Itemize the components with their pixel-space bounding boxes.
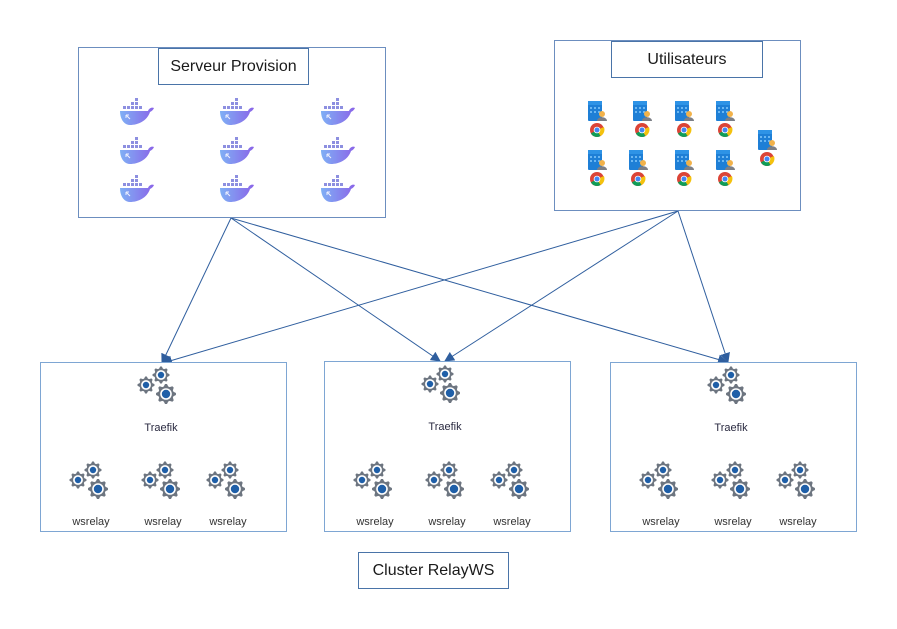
docker-whale-icon: [218, 174, 258, 209]
traefik-label: Traefik: [714, 422, 748, 434]
connection-users-cluster-3: [677, 210, 730, 363]
docker-whale-icon: [218, 136, 258, 171]
connection-provision-cluster-1: [161, 217, 232, 364]
traefik-gears-icon: [707, 366, 751, 411]
provision-title: Serveur Provision: [158, 48, 309, 85]
docker-whale-icon: [319, 136, 359, 171]
wsrelay-label: wsrelay: [714, 516, 752, 528]
connection-provision-cluster-2: [230, 217, 441, 362]
wsrelay-label: wsrelay: [493, 516, 531, 528]
docker-whale-icon: [218, 97, 258, 132]
traefik-label: Traefik: [144, 422, 178, 434]
wsrelay-label: wsrelay: [642, 516, 680, 528]
wsrelay-gears-icon: [639, 461, 683, 506]
user-building-chrome-icon: [627, 148, 653, 193]
user-building-chrome-icon: [586, 148, 612, 193]
connection-provision-cluster-3: [230, 217, 728, 365]
wsrelay-label: wsrelay: [144, 516, 182, 528]
cluster-caption: Cluster RelayWS: [358, 552, 509, 589]
user-building-chrome-icon: [586, 99, 612, 144]
connection-users-cluster-1: [162, 210, 679, 366]
user-building-chrome-icon: [714, 148, 740, 193]
traefik-gears-icon: [137, 366, 181, 411]
wsrelay-label: wsrelay: [72, 516, 110, 528]
wsrelay-label: wsrelay: [209, 516, 247, 528]
traefik-label: Traefik: [428, 421, 462, 433]
wsrelay-label: wsrelay: [428, 516, 466, 528]
docker-whale-icon: [319, 97, 359, 132]
wsrelay-gears-icon: [353, 461, 397, 506]
wsrelay-gears-icon: [711, 461, 755, 506]
user-building-chrome-icon: [631, 99, 657, 144]
traefik-gears-icon: [421, 365, 465, 410]
docker-whale-icon: [118, 136, 158, 171]
docker-whale-icon: [118, 97, 158, 132]
wsrelay-gears-icon: [425, 461, 469, 506]
docker-whale-icon: [319, 174, 359, 209]
wsrelay-gears-icon: [206, 461, 250, 506]
connection-users-cluster-2: [444, 210, 679, 362]
docker-whale-icon: [118, 174, 158, 209]
user-building-chrome-icon: [756, 128, 782, 173]
user-building-chrome-icon: [714, 99, 740, 144]
user-building-chrome-icon: [673, 148, 699, 193]
wsrelay-label: wsrelay: [779, 516, 817, 528]
wsrelay-gears-icon: [776, 461, 820, 506]
wsrelay-gears-icon: [141, 461, 185, 506]
user-building-chrome-icon: [673, 99, 699, 144]
wsrelay-label: wsrelay: [356, 516, 394, 528]
wsrelay-gears-icon: [490, 461, 534, 506]
wsrelay-gears-icon: [69, 461, 113, 506]
users-title: Utilisateurs: [611, 41, 763, 78]
